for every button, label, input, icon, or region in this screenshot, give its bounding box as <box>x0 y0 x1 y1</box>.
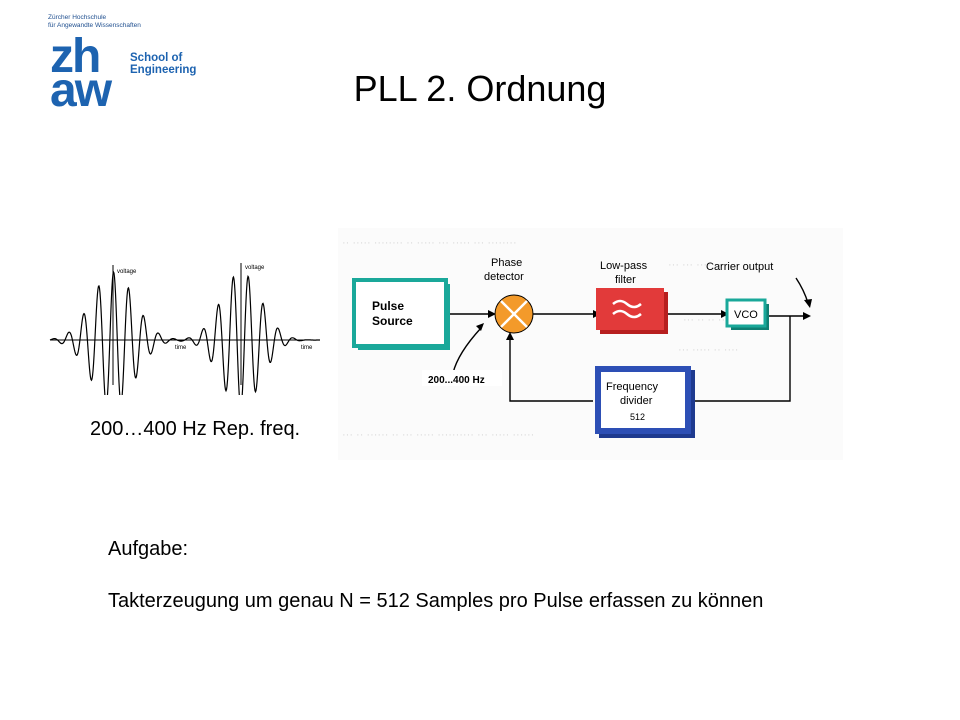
logo-tagline-1: Zürcher Hochschule <box>48 14 107 21</box>
logo-mark-zh: zh <box>50 30 101 83</box>
pll-block-diagram: ·· ····· ········ ·· ····· ··· ····· ···… <box>338 228 843 460</box>
y-axis-label-1: voltage <box>117 269 137 275</box>
svg-text:·· ····· ········ ·· ····· ···: ·· ····· ········ ·· ····· ··· ····· ···… <box>342 237 517 249</box>
svg-text:··· ·· ······ ·· ··· ····· ···: ··· ·· ······ ·· ··· ····· ·········· ··… <box>342 429 534 441</box>
input-freq-bg <box>422 370 502 386</box>
freq-divider-label-1: Frequency <box>606 381 658 393</box>
phase-detector-label-1: Phase <box>491 257 522 269</box>
logo-mark: zh aw <box>50 30 112 117</box>
phase-detector-block: Phase detector <box>484 257 534 334</box>
phase-detector-label-2: detector <box>484 271 524 283</box>
logo-school-2: Engineering <box>130 64 197 76</box>
task-text: Takterzeugung um genau N = 512 Samples p… <box>108 590 764 612</box>
pulse-waveform: voltage voltage time time <box>49 263 320 395</box>
vco-label: VCO <box>734 309 758 321</box>
rep-freq-caption: 200…400 Hz Rep. freq. <box>90 418 301 440</box>
signal-lines <box>448 277 809 402</box>
low-pass-label-1: Low-pass <box>600 260 648 272</box>
low-pass-filter-block: Low-pass filter <box>596 260 668 334</box>
logo-school: School of Engineering <box>130 52 196 76</box>
zhaw-logo: Zürcher Hochschule für Angewandte Wissen… <box>48 14 218 117</box>
vco-block: VCO <box>725 298 769 330</box>
pulse-source-label-1: Pulse <box>372 299 404 313</box>
waveform-line <box>49 270 320 395</box>
logo-tagline: Zürcher Hochschule für Angewandte Wissen… <box>48 14 168 30</box>
frequency-divider-block: Frequency divider 512 <box>595 366 695 438</box>
task-label: Aufgabe: <box>108 538 189 560</box>
input-freq-label: 200...400 Hz <box>428 375 485 386</box>
logo-mark-aw: aw <box>50 64 112 117</box>
x-axis-label-1: time <box>175 345 187 351</box>
pulse-source-block: Pulse Source <box>352 278 450 350</box>
logo-school-1: School of <box>130 52 183 64</box>
freq-divider-ratio: 512 <box>630 412 645 422</box>
pulse-source-label-2: Source <box>372 314 413 328</box>
carrier-output-label: Carrier output <box>706 261 773 273</box>
y-axis-label-2: voltage <box>245 265 265 271</box>
low-pass-label-2: filter <box>615 274 636 286</box>
slide-title: PLL 2. Ordnung <box>353 68 607 109</box>
svg-text:··· ··· ···· ····: ··· ··· ···· ···· <box>668 259 728 271</box>
logo-tagline-2: für Angewandte Wissenschaften <box>48 22 141 29</box>
freq-divider-label-2: divider <box>620 395 653 407</box>
x-axis-label-2: time <box>301 345 313 351</box>
svg-text:··· ····· ·· ····: ··· ····· ·· ···· <box>678 344 738 356</box>
